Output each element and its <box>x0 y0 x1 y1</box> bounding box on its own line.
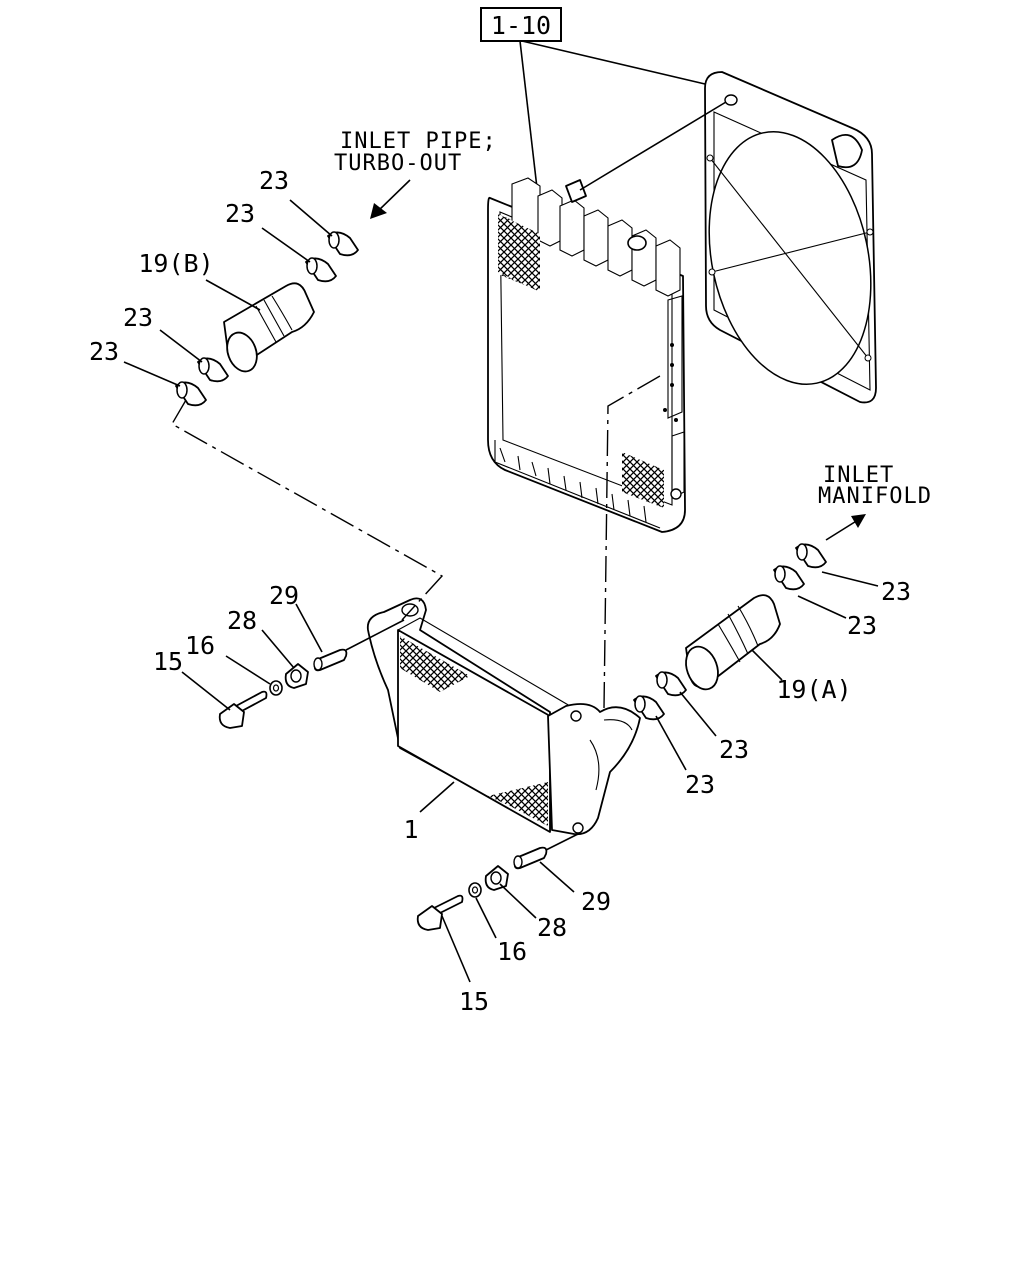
callout-23: 23 <box>847 611 877 640</box>
callout-28: 28 <box>537 913 567 942</box>
fasteners-upper <box>218 648 348 729</box>
shroud-leader <box>579 101 727 191</box>
callout-15: 15 <box>459 987 489 1016</box>
callout-23: 23 <box>89 337 119 366</box>
callout-23: 23 <box>123 303 153 332</box>
callout-23: 23 <box>719 735 749 764</box>
callout-23: 23 <box>685 770 715 799</box>
note-inlet-manifold-line1: INLET <box>823 463 894 488</box>
note-inlet-manifold-line2: MANIFOLD <box>818 484 932 509</box>
fan-shroud-assembly <box>704 71 877 404</box>
hose-19b <box>223 282 315 373</box>
reference-box: 1-10 <box>480 7 562 42</box>
callout-labels: 23 23 19(B) 23 23 23 23 19(A) 23 23 1 29… <box>89 166 911 1016</box>
callout-19b: 19(B) <box>138 249 213 278</box>
arrow-icon <box>851 514 866 528</box>
callout-15: 15 <box>153 647 183 676</box>
reference-leader-lines <box>519 40 723 189</box>
callout-16: 16 <box>497 937 527 966</box>
note-inlet-pipe: INLET PIPE; TURBO-OUT <box>334 129 497 219</box>
reference-box-label: 1-10 <box>491 11 551 40</box>
radiator-assembly <box>487 177 686 533</box>
assembly-centerlines <box>171 375 661 851</box>
leader-lines <box>123 199 879 983</box>
callout-23: 23 <box>881 577 911 606</box>
callout-19a: 19(A) <box>776 675 851 704</box>
callout-23: 23 <box>259 166 289 195</box>
fasteners-lower <box>416 846 548 931</box>
callout-28: 28 <box>227 606 257 635</box>
hose-clamps-upper-left <box>175 231 359 407</box>
arrow-icon <box>370 203 387 219</box>
note-inlet-manifold: INLET MANIFOLD <box>818 463 932 541</box>
hose-19a <box>685 594 781 691</box>
note-inlet-pipe-line2: TURBO-OUT <box>334 151 462 176</box>
note-inlet-pipe-line1: INLET PIPE; <box>340 129 497 154</box>
hose-clamps-right <box>633 543 827 721</box>
callout-29: 29 <box>581 887 611 916</box>
callout-23: 23 <box>225 199 255 228</box>
intercooler-core <box>366 597 641 836</box>
callout-1: 1 <box>403 815 418 844</box>
callout-29: 29 <box>269 581 299 610</box>
callout-16: 16 <box>185 631 215 660</box>
